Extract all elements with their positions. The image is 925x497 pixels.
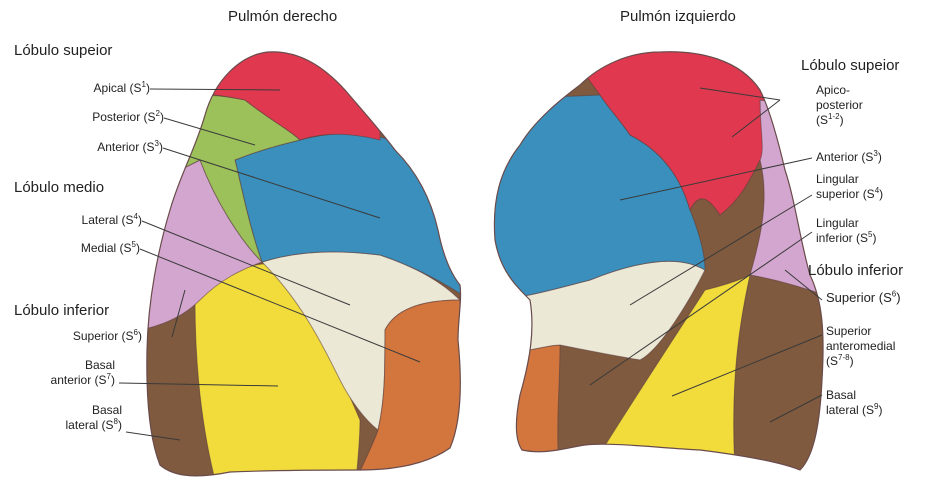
right-lung-drawing	[140, 40, 470, 480]
l-lobe-inferior-label: Lóbulo inferior	[808, 262, 903, 280]
r-label-medial: Medial (S5)	[81, 241, 140, 256]
r-label-superior: Superior (S6)	[73, 329, 142, 344]
r-label-apical: Apical (S1)	[94, 81, 150, 96]
r-lobe-inferior-label: Lóbulo inferior	[14, 302, 109, 320]
l-lobe-superior-label: Lóbulo supeior	[801, 57, 899, 75]
left-lung-title: Pulmón izquierdo	[620, 8, 736, 26]
r-lobe-superior-label: Lóbulo supeior	[14, 42, 112, 60]
l-label-apicoposterior: Apico-posterior(S1-2)	[816, 83, 863, 128]
l-label-anterior: Anterior (S3)	[816, 150, 882, 165]
right-lung-title: Pulmón derecho	[228, 8, 337, 26]
l-lingular-inferior-region	[480, 345, 560, 480]
r-label-anterior: Anterior (S3)	[97, 140, 163, 155]
r-label-posterior: Posterior (S2)	[92, 110, 164, 125]
r-label-lateral: Lateral (S4)	[82, 213, 142, 228]
l-label-superior: Superior (S6)	[826, 290, 901, 305]
r-lobe-medio-label: Lóbulo medio	[14, 179, 104, 197]
